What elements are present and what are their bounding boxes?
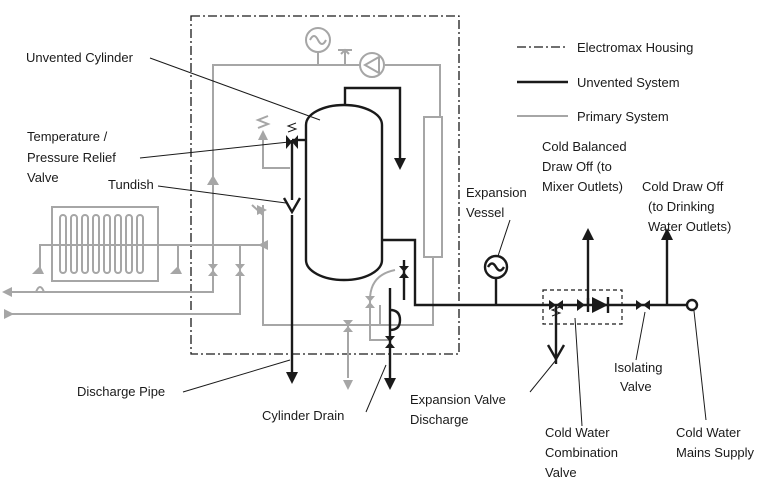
primary-isolation-valves <box>208 264 375 332</box>
label-cold-draw-line2: (to Drinking <box>648 199 714 214</box>
cold-balanced-draw-arrow <box>582 228 594 240</box>
primary-system-pipework <box>10 64 443 378</box>
label-tpr-valve-line2: Pressure Relief <box>27 150 116 165</box>
legend: Electromax Housing Unvented System Prima… <box>517 40 693 124</box>
label-unvented-cylinder: Unvented Cylinder <box>26 50 134 65</box>
label-cold-balanced-line2: Draw Off (to <box>542 159 612 174</box>
label-isolating-valve-line1: Isolating <box>614 360 662 375</box>
heat-exchanger-icon <box>423 116 443 258</box>
component-labels: Unvented Cylinder Temperature / Pressure… <box>26 50 755 480</box>
primary-flow-arrow <box>2 287 12 297</box>
label-cold-draw-line1: Cold Draw Off <box>642 179 724 194</box>
label-cold-water-mains-line1: Cold Water <box>676 425 741 440</box>
label-cold-balanced-line3: Mixer Outlets) <box>542 179 623 194</box>
legend-unvented-label: Unvented System <box>577 75 680 90</box>
label-cold-water-mains-line2: Mains Supply <box>676 445 755 460</box>
label-cold-water-combo-line3: Valve <box>545 465 577 480</box>
pump-icon <box>359 52 385 78</box>
label-cold-draw-line3: Water Outlets) <box>648 219 731 234</box>
electromax-housing-outline <box>190 15 460 355</box>
label-cold-water-combo-line1: Cold Water <box>545 425 610 440</box>
primary-return-arrow <box>4 309 14 319</box>
label-exp-valve-discharge-line1: Expansion Valve <box>410 392 506 407</box>
label-expansion-vessel-line1: Expansion <box>466 185 527 200</box>
label-exp-valve-discharge-line2: Discharge <box>410 412 469 427</box>
cold-draw-off-arrow <box>661 228 673 240</box>
label-isolating-valve-line2: Valve <box>620 379 652 394</box>
label-discharge-pipe: Discharge Pipe <box>77 384 165 399</box>
label-tpr-valve-line1: Temperature / <box>27 129 108 144</box>
cold-water-mains-inlet <box>685 298 699 312</box>
label-tpr-valve-line3: Valve <box>27 170 59 185</box>
air-vent-icon <box>338 48 352 65</box>
leader-lines <box>139 57 707 427</box>
tundish-icon <box>282 197 302 215</box>
legend-primary-label: Primary System <box>577 109 669 124</box>
label-cold-balanced-line1: Cold Balanced <box>542 139 627 154</box>
label-cold-water-combo-line2: Combination <box>545 445 618 460</box>
label-cylinder-drain: Cylinder Drain <box>262 408 344 423</box>
label-tundish: Tundish <box>108 177 154 192</box>
label-expansion-vessel-line2: Vessel <box>466 205 504 220</box>
radiator-icon <box>51 206 159 282</box>
unvented-cylinder <box>304 103 384 282</box>
combination-valve-icons <box>549 297 610 313</box>
motorised-valve-icon <box>305 27 331 65</box>
legend-housing-label: Electromax Housing <box>577 40 693 55</box>
isolating-valve-icon <box>636 300 650 310</box>
expansion-vessel-icon <box>483 254 509 280</box>
